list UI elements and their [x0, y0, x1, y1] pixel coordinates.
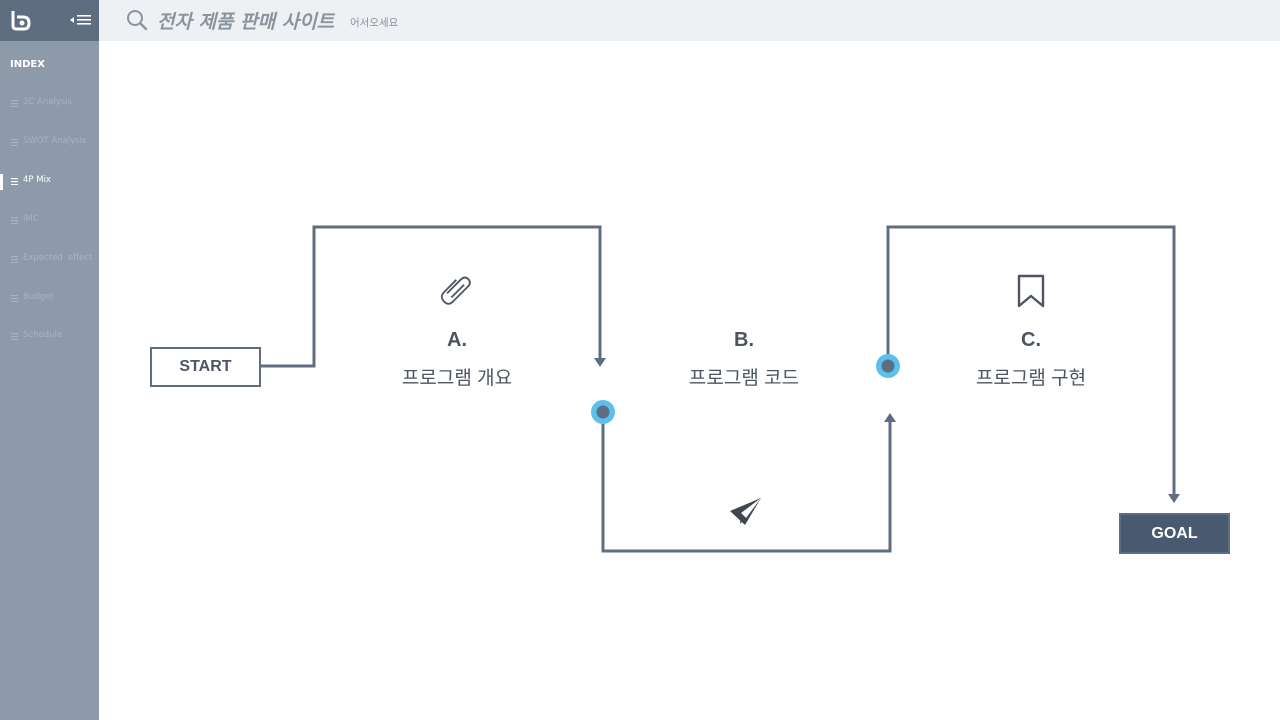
- list-icon: [11, 178, 18, 185]
- step-b-name: 프로그램 코드: [688, 368, 800, 389]
- arrow-head-down: [594, 358, 606, 367]
- goal-box[interactable]: GOAL: [1119, 513, 1230, 554]
- arrow-head-down: [1168, 494, 1180, 503]
- list-icon: [11, 295, 18, 302]
- sidebar-item-swot-analysis[interactable]: SWOT Analysis: [0, 133, 99, 153]
- sidebar-item-label: SWOT Analysis: [23, 136, 87, 146]
- paperclip-icon: [440, 276, 471, 305]
- connector-start-to-b: [259, 225, 602, 368]
- step-a-name: 프로그램 개요: [401, 368, 513, 389]
- connector-b-loop: [601, 413, 892, 553]
- sidebar-item-expected-effect[interactable]: Expected effect: [0, 250, 99, 270]
- sidebar-item-budget[interactable]: Budget: [0, 289, 99, 309]
- logo-icon[interactable]: [10, 9, 32, 31]
- active-marker: [0, 174, 3, 190]
- sidebar: INDEX 3C Analysis SWOT Analysis 4P Mix I…: [0, 0, 99, 720]
- step-c-name: 프로그램 구현: [975, 368, 1087, 389]
- index-label: INDEX: [10, 59, 45, 70]
- node-dot-inner: [596, 405, 610, 419]
- start-box[interactable]: START: [150, 347, 261, 387]
- sidebar-item-label: Schedule: [23, 330, 63, 340]
- sidebar-item-imc[interactable]: IMC: [0, 211, 99, 231]
- sidebar-item-schedule[interactable]: Schedule: [0, 327, 99, 347]
- list-icon: [11, 256, 18, 263]
- list-icon: [11, 100, 18, 107]
- step-b-letter: B.: [734, 329, 754, 351]
- list-icon: [11, 139, 18, 146]
- sidebar-item-label: Expected effect: [23, 253, 93, 263]
- site-title: 전자 제품 판매 사이트: [157, 11, 335, 33]
- node-dot-inner: [881, 359, 895, 373]
- step-c-letter: C.: [1021, 329, 1041, 351]
- list-icon: [11, 217, 18, 224]
- arrow-head-up: [884, 413, 896, 422]
- step-a-letter: A.: [447, 329, 467, 351]
- sidebar-header: [0, 0, 99, 41]
- sidebar-item-label: 3C Analysis: [23, 97, 73, 107]
- search-icon[interactable]: [126, 9, 148, 31]
- top-bar: 전자 제품 판매 사이트 어서오세요: [99, 0, 1280, 41]
- sidebar-item-3c-analysis[interactable]: 3C Analysis: [0, 94, 99, 114]
- sidebar-item-label: Budget: [23, 292, 54, 302]
- bookmark-icon: [1017, 274, 1045, 308]
- connector-c-to-goal: [886, 225, 1176, 496]
- collapse-sidebar-icon[interactable]: [70, 13, 92, 27]
- paper-plane-icon: [730, 498, 761, 525]
- sidebar-item-label: IMC: [23, 214, 39, 224]
- sidebar-item-label: 4P Mix: [23, 175, 51, 185]
- site-subtitle: 어서오세요: [350, 17, 399, 29]
- sidebar-item-4p-mix[interactable]: 4P Mix: [0, 172, 99, 192]
- list-icon: [11, 333, 18, 340]
